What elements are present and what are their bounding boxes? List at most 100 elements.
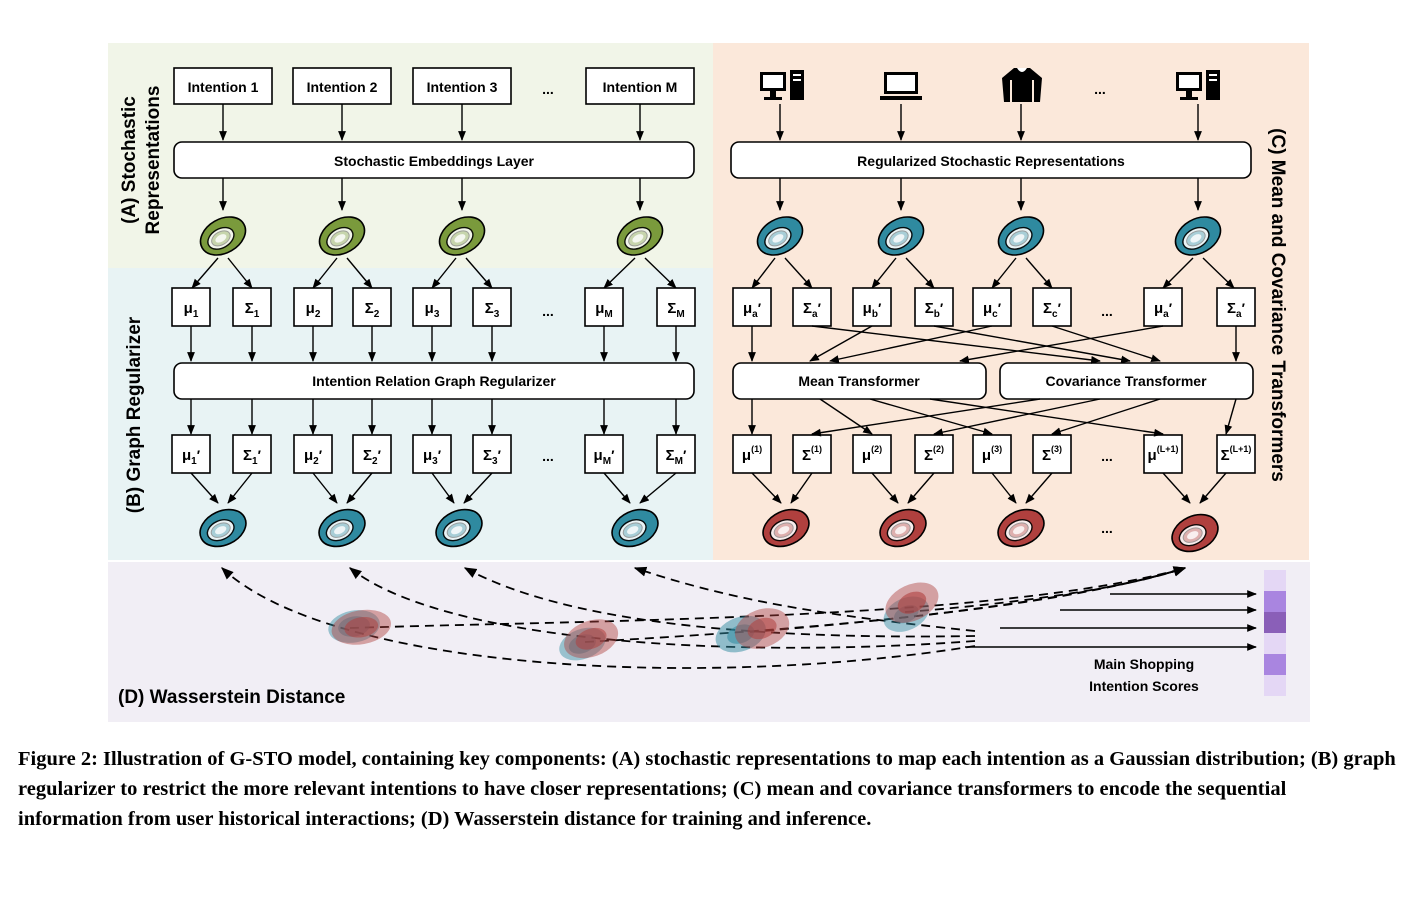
symbol-box: μ(3)	[972, 434, 1012, 474]
symbol-label: Σa′	[803, 300, 822, 320]
symbol-box: Σ3′	[472, 434, 512, 474]
graph-regularizer-bar: Intention Relation Graph Regularizer	[173, 362, 695, 400]
gaussian-icon	[199, 216, 247, 256]
symbol-label: μa′	[743, 300, 762, 320]
mean-transformer-label: Mean Transformer	[798, 373, 920, 389]
shirt-icon	[1002, 68, 1042, 102]
symbol-label: Σ2′	[363, 447, 382, 467]
arrows-out-of-graph-regularizer	[187, 399, 680, 435]
symbol-box: μ3′	[412, 434, 452, 474]
symbol-label: Σa′	[1227, 300, 1246, 320]
symbol-label: μ2′	[304, 447, 323, 467]
graph-regularizer-outputs: μ1′Σ1′μ2′Σ2′μ3′Σ3′μM′ΣM′	[171, 434, 696, 474]
transformer-inputs: μa′ Σa′ μb′ Σb′ μc′ Σc′ μa′ Σa′	[732, 287, 1256, 327]
ellipsis: ...	[1101, 448, 1113, 464]
intention-box: Intention 1	[173, 67, 273, 105]
gaussian-icon	[616, 216, 664, 256]
section-d-label: (D) Wasserstein Distance	[118, 687, 345, 708]
symbol-label: ΣM′	[666, 447, 687, 467]
symbol-box: μ1′	[171, 434, 211, 474]
gaussian-icon	[438, 216, 486, 256]
arrows-out-of-transformers	[748, 398, 1237, 437]
symbol-box: μM	[584, 287, 624, 327]
gaussian-icon	[997, 216, 1045, 256]
symbol-box: μ2′	[293, 434, 333, 474]
intention-box: Intention M	[585, 67, 695, 105]
symbol-label: μ(3)	[982, 444, 1002, 464]
regularized-stochastic-representations: Regularized Stochastic Representations	[730, 141, 1252, 179]
distribution-pairs	[328, 582, 939, 661]
symbol-box: Σa′	[1216, 287, 1256, 327]
symbol-label: μ1′	[182, 447, 201, 467]
gaussian-icon	[1171, 513, 1219, 553]
scores-label-line1: Main Shopping	[1094, 656, 1194, 672]
scores-label-line2: Intention Scores	[1089, 678, 1199, 694]
gaussian-icon	[877, 216, 925, 256]
symbol-label: ΣM	[667, 300, 684, 320]
gaussian-icon	[318, 216, 366, 256]
symbol-box: Σc′	[1032, 287, 1072, 327]
symbol-label: μM	[595, 300, 613, 320]
symbol-label: μc′	[983, 300, 1002, 320]
symbol-label: Σ1	[245, 300, 260, 320]
intention-box: Intention 2	[292, 67, 392, 105]
stochastic-embeddings-layer: Stochastic Embeddings Layer	[173, 141, 695, 179]
gaussian-icon	[762, 508, 810, 548]
symbol-box: μa′	[1143, 287, 1183, 327]
regularized-representations-label: Regularized Stochastic Representations	[857, 153, 1125, 169]
arrows-into-graph-regularizer	[187, 326, 680, 362]
symbol-box: μ(L+1)	[1143, 434, 1183, 474]
symbol-box: Σ(L+1)	[1216, 434, 1256, 474]
symbol-box: μa′	[732, 287, 772, 327]
arrows-into-transformers	[748, 325, 1240, 364]
intention-label: Intention 2	[307, 79, 378, 95]
symbol-label: μ1	[184, 300, 199, 320]
figure-caption: Figure 2: Illustration of G-STO model, c…	[18, 748, 1396, 830]
symbol-label: μa′	[1154, 300, 1173, 320]
section-a-label-line2: Representations	[143, 86, 164, 235]
laptop-icon	[880, 72, 922, 100]
symbol-box: Σ(2)	[914, 434, 954, 474]
panel-d-background	[108, 562, 1310, 722]
gsto-model-figure: (A) Stochastic Representations (B) Graph…	[108, 43, 1310, 722]
ellipsis: ...	[542, 303, 554, 319]
cov-transformer-label: Covariance Transformer	[1045, 373, 1207, 389]
transformer-outputs: μ(1)Σ(1)μ(2)Σ(2)μ(3)Σ(3)μ(L+1)Σ(L+1)	[732, 434, 1256, 474]
symbol-box: μ2	[293, 287, 333, 327]
split-arrows-c	[751, 257, 1235, 289]
merge-arrows-b	[190, 472, 677, 504]
symbol-box: ΣM′	[656, 434, 696, 474]
symbol-box: μc′	[972, 287, 1012, 327]
intention-label: Intention 3	[427, 79, 498, 95]
covariance-transformer-bar: Covariance Transformer	[999, 362, 1254, 400]
symbol-box: μ1	[171, 287, 211, 327]
gaussian-icon	[879, 508, 927, 548]
symbol-label: μ(1)	[742, 444, 762, 464]
blue-gaussian-row-c-top	[756, 216, 1222, 256]
symbol-box: μ3	[412, 287, 452, 327]
symbol-box: μ(1)	[732, 434, 772, 474]
merge-arrows-c	[751, 472, 1227, 504]
arrows-into-embedding-bars	[219, 104, 1202, 141]
intention-label: Intention 1	[188, 79, 259, 95]
symbol-box: μb′	[852, 287, 892, 327]
symbol-label: μ3′	[423, 447, 442, 467]
symbol-label: Σb′	[925, 300, 944, 320]
gaussian-icon	[611, 508, 659, 548]
gaussian-icon	[997, 508, 1045, 548]
symbol-label: μb′	[863, 300, 882, 320]
symbol-label: μ(2)	[862, 444, 882, 464]
section-b-label: (B) Graph Regularizer	[124, 316, 145, 513]
symbol-box: Σb′	[914, 287, 954, 327]
ellipsis: ...	[1101, 303, 1113, 319]
symbol-label: Σ1′	[243, 447, 262, 467]
symbol-label: Σ(1)	[802, 444, 822, 464]
symbol-label: Σ(L+1)	[1221, 444, 1252, 464]
symbol-label: Σ3	[485, 300, 500, 320]
intention-score-column	[1264, 570, 1286, 696]
gaussian-icon	[199, 508, 247, 548]
symbol-box: μ(2)	[852, 434, 892, 474]
symbol-box: Σ2	[352, 287, 392, 327]
desktop-icon	[760, 70, 804, 100]
intention-box: Intention 3	[412, 67, 512, 105]
